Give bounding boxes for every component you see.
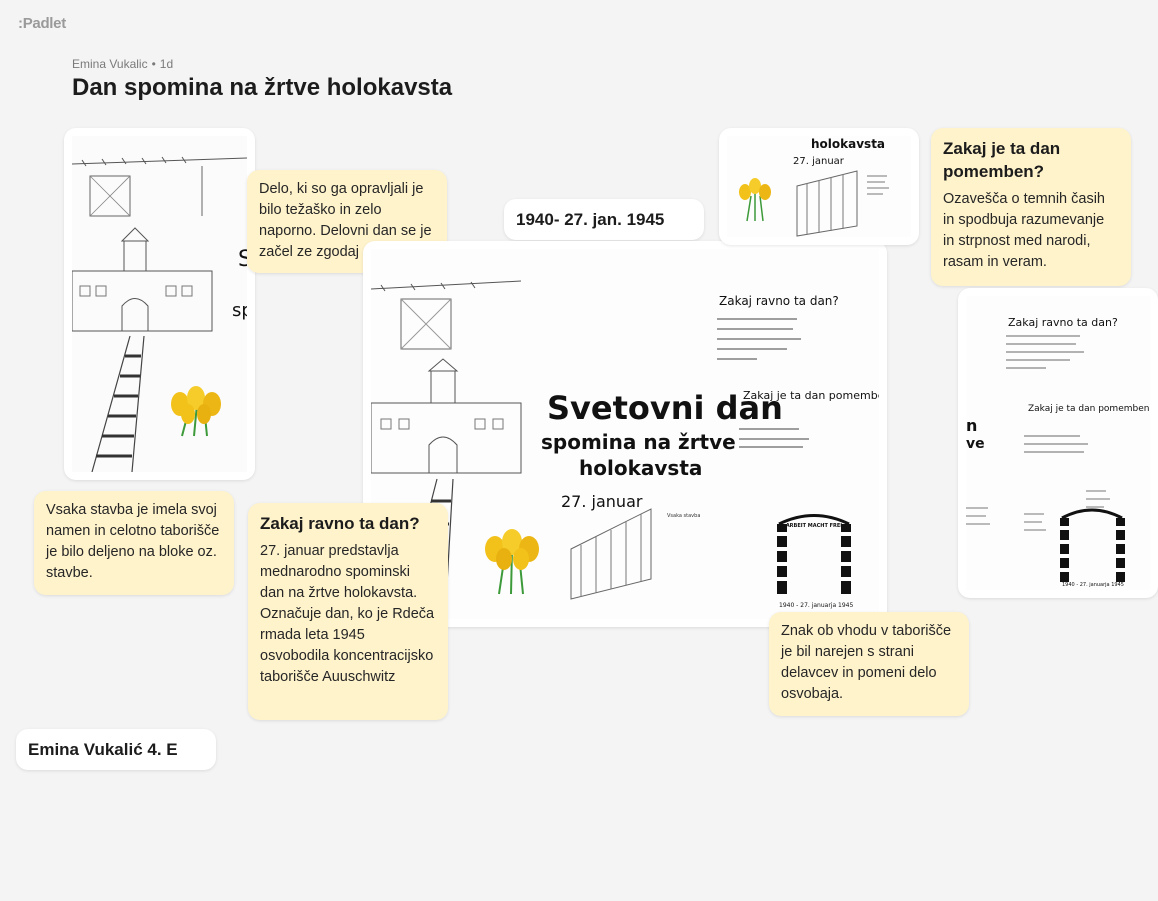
camp-drawing: S sp [72, 136, 247, 472]
svg-text:holokavsta: holokavsta [811, 137, 885, 151]
svg-text:ve: ve [966, 436, 985, 452]
poster-question-1: Zakaj ravno ta dan? [719, 294, 839, 308]
note-heading: Zakaj je ta dan pomemben? [943, 139, 1061, 181]
meta-separator: • [151, 57, 156, 71]
note-card-dates[interactable]: 1940- 27. jan. 1945 [504, 199, 704, 240]
svg-text:27. januar: 27. januar [793, 156, 845, 167]
note-heading: Zakaj ravno ta dan? [260, 514, 420, 533]
poster-image: Vsaka stavba Svetovni dan spomina na žrt… [371, 249, 879, 619]
post-age: 1d [159, 57, 174, 71]
note-card-pomemben[interactable]: Zakaj je ta dan pomemben? Ozavešča o tem… [931, 128, 1131, 286]
poster-right-drawing: Zakaj ravno ta dan? Zakaj je ta dan pome… [966, 296, 1150, 590]
author-name: Emina Vukalic [72, 57, 148, 71]
svg-text:Vsaka stavba: Vsaka stavba [667, 513, 700, 519]
drawing-image: S sp [72, 136, 247, 472]
gate-sign: ARBEIT MACHT FREI [786, 523, 842, 529]
page-title: Dan spomina na žrtve holokavsta [72, 74, 453, 101]
cropped-title-fragment: S [238, 247, 247, 272]
note-card-znak[interactable]: Znak ob vhodu v taborišče je bil narejen… [769, 612, 969, 716]
image-card-poster[interactable]: Vsaka stavba Svetovni dan spomina na žrt… [363, 241, 887, 627]
tulips-decoration [171, 386, 221, 437]
note-card-stavba[interactable]: Vsaka stavba je imela svoj namen in celo… [34, 491, 234, 595]
poster-date: 27. januar [561, 492, 643, 511]
poster-years: 1940 - 27. januarja 1945 [779, 602, 853, 609]
image-card-small-poster[interactable]: holokavsta 27. januar [719, 128, 919, 245]
poster-drawing: Vsaka stavba Svetovni dan spomina na žrt… [371, 249, 879, 619]
poster-title-line-3: holokavsta [579, 456, 702, 480]
gate-drawing: ARBEIT MACHT FREI [777, 514, 851, 594]
poster-title-line-2: spomina na žrtve [541, 430, 736, 454]
note-card-author[interactable]: Emina Vukalić 4. E [16, 729, 216, 770]
note-heading: 1940- 27. jan. 1945 [516, 210, 665, 229]
poster-title-line-1: Svetovni dan [547, 389, 783, 427]
post-meta: Emina Vukalic•1d [72, 57, 173, 71]
note-text: Ozavešča o temnih časih in spodbuja razu… [943, 191, 1105, 270]
svg-text:Zakaj je ta dan pomemben?: Zakaj je ta dan pomemben? [1028, 404, 1150, 414]
note-text: Znak ob vhodu v taborišče je bil narejen… [781, 623, 952, 702]
note-card-ravno[interactable]: Zakaj ravno ta dan? 27. januar predstavl… [248, 503, 448, 720]
svg-text:sp: sp [232, 300, 247, 321]
poster-right-image: Zakaj ravno ta dan? Zakaj je ta dan pome… [966, 296, 1150, 590]
small-poster-drawing: holokavsta 27. januar [727, 136, 911, 237]
note-text: Vsaka stavba je imela svoj namen in celo… [46, 502, 220, 581]
padlet-logo[interactable]: :Padlet [18, 15, 66, 32]
svg-text:n: n [966, 416, 977, 435]
image-card-drawing-left[interactable]: S sp [64, 128, 255, 480]
note-text: 27. januar predstavlja mednarodno spomin… [260, 543, 435, 685]
small-poster-image: holokavsta 27. januar [727, 136, 911, 237]
svg-text:Zakaj ravno ta dan?: Zakaj ravno ta dan? [1008, 316, 1118, 329]
note-text: Delo, ki so ga opravljali je bilo težašk… [259, 181, 432, 260]
poster-question-2: Zakaj je ta dan pomemben? [743, 389, 879, 402]
note-heading: Emina Vukalić 4. E [28, 740, 178, 759]
image-card-poster-right[interactable]: Zakaj ravno ta dan? Zakaj je ta dan pome… [958, 288, 1158, 598]
svg-text:1940 - 27. januarja 1945: 1940 - 27. januarja 1945 [1062, 582, 1124, 588]
